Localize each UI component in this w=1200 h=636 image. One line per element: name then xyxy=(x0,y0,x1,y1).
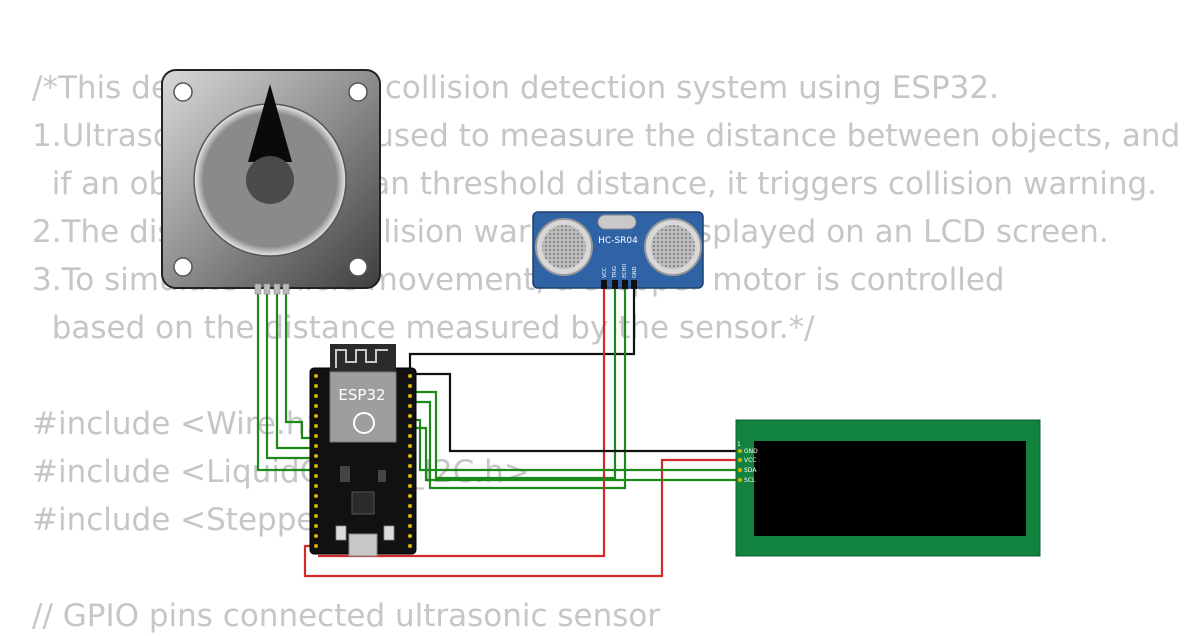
sensor-label: HC-SR04 xyxy=(598,236,638,246)
wire-group-stepper xyxy=(256,288,318,472)
sensor-pin-label: ECHO xyxy=(622,264,628,278)
lcd-display[interactable]: 1 GND VCC SDA SCL xyxy=(735,419,1041,557)
wire-lcd-sda[interactable] xyxy=(410,418,740,472)
wire-stepper-2[interactable] xyxy=(265,288,318,460)
sensor-pin-label: VCC xyxy=(602,267,608,278)
lcd-pin-index: 1 xyxy=(737,441,741,448)
stepper-motor[interactable] xyxy=(161,69,381,295)
code-line: #include <Wire.h> xyxy=(32,406,332,442)
lcd-pin-label: VCC xyxy=(744,457,756,464)
esp32-label: ESP32 xyxy=(338,386,385,404)
lcd-pin-label: GND xyxy=(744,448,758,455)
sensor-pin-label: GND xyxy=(632,266,638,278)
lcd-pin-label: SDA xyxy=(744,467,757,474)
espressif-logo-icon xyxy=(353,412,375,434)
wire-stepper-4[interactable] xyxy=(284,288,318,440)
wire-sensor-vcc[interactable] xyxy=(318,288,606,558)
needle-icon xyxy=(248,84,292,162)
wire-stepper-3[interactable] xyxy=(275,288,318,450)
wire-stepper-1[interactable] xyxy=(256,288,318,472)
wire-sensor-trig[interactable] xyxy=(410,288,617,480)
code-line: // GPIO pins connected ultrasonic sensor xyxy=(32,598,661,634)
lcd-screen xyxy=(754,441,1026,536)
lcd-pin-label: SCL xyxy=(744,477,756,484)
wire-group-sensor xyxy=(318,288,636,558)
usb-port-icon xyxy=(348,533,378,557)
boot-button[interactable] xyxy=(335,525,347,541)
wire-lcd-scl[interactable] xyxy=(410,426,740,482)
reset-button[interactable] xyxy=(383,525,395,541)
wire-lcd-vcc[interactable] xyxy=(303,458,740,578)
esp32-board[interactable]: ESP32 xyxy=(309,344,417,557)
sensor-pin-label: TRIG xyxy=(612,266,618,279)
wire-sensor-gnd[interactable] xyxy=(408,288,636,370)
ultrasonic-sensor[interactable]: HC-SR04 VCC TRIG ECHO GND xyxy=(532,211,704,289)
code-line: based on the distance measured by the se… xyxy=(32,310,815,346)
wire-lcd-gnd[interactable] xyxy=(410,372,740,453)
wire-sensor-echo[interactable] xyxy=(410,288,627,490)
